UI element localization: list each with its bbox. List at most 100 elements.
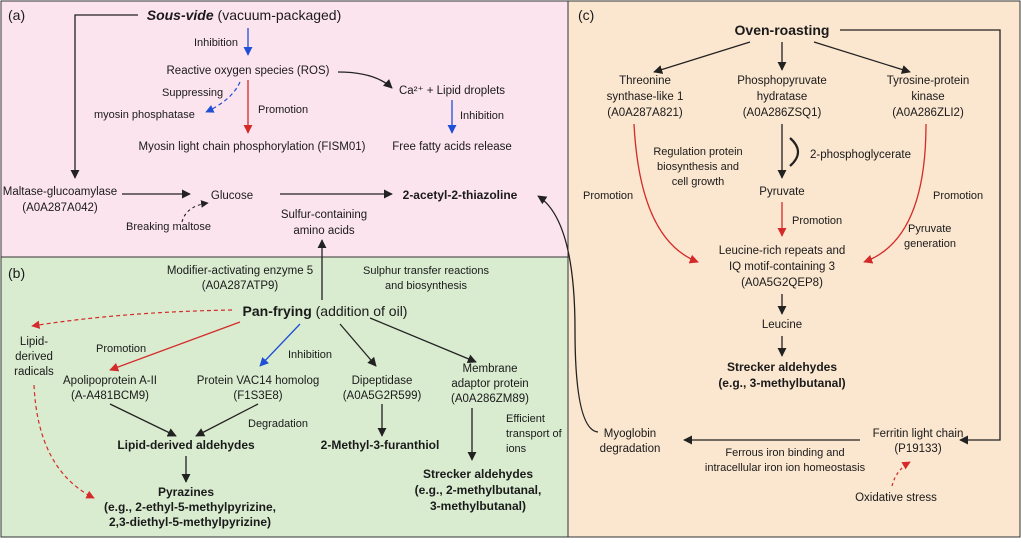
- dipep-node-1: Dipeptidase: [352, 375, 413, 387]
- leucinerich-node-3: (A0A5G2QEP8): [741, 277, 823, 289]
- arrow-ros-suppress: [205, 81, 241, 113]
- strecker-c-1: Strecker aldehydes: [727, 360, 837, 374]
- oxidative-node: Oxidative stress: [855, 492, 937, 504]
- arrow-breaking-maltose: [181, 200, 209, 223]
- dipep-node-2: (A0A5G2R599): [343, 390, 422, 402]
- sulfur-amino-2: amino acids: [293, 225, 355, 237]
- ferritin-node-2: (P19133): [894, 443, 941, 455]
- ferritin-node-1: Ferritin light chain: [873, 428, 964, 440]
- membrane-node-3: (A0A286ZM89): [451, 393, 529, 405]
- leucinerich-node-2: IQ motif-containing 3: [729, 261, 835, 273]
- pyruvate-gen-1: Pyruvate: [908, 223, 951, 235]
- thiazoline-node: 2-acetyl-2-thiazoline: [403, 188, 518, 202]
- promotion-label-a: Promotion: [258, 104, 308, 116]
- panel-a-title-bold: Sous-vide: [147, 7, 214, 23]
- threonine-node-2: synthase-like 1: [607, 91, 684, 103]
- maltase-node-2: (A0A287A042): [22, 202, 98, 214]
- arrow-panfry-vac14: [259, 323, 301, 367]
- membrane-node-2: adaptor protein: [451, 378, 528, 390]
- pyrazines-node: Pyrazines: [158, 485, 214, 499]
- myoglobin-node-2: degradation: [600, 443, 661, 455]
- arrow-ros-ca: [337, 71, 393, 89]
- pyruvate-node: Pyruvate: [759, 186, 804, 198]
- panel-a-label: (a): [8, 7, 25, 23]
- maltase-node-1: Maltase-glucoamylase: [3, 186, 117, 198]
- ferrous-2: intracellular iron ion homeostasis: [705, 462, 866, 474]
- panel-c-background: [567, 0, 1021, 538]
- sulfur-amino-1: Sulfur-containing: [281, 209, 367, 221]
- leucine-node: Leucine: [762, 319, 802, 331]
- inhibition-label-b: Inhibition: [288, 349, 332, 361]
- lipid-radicals-2: derived: [15, 351, 53, 363]
- membrane-node-1: Membrane: [463, 363, 518, 375]
- glucose-node: Glucose: [211, 190, 253, 202]
- tyrosine-node-2: kinase: [911, 91, 944, 103]
- arrow-oven-threonine: [653, 41, 751, 74]
- ros-node: Reactive oxygen species (ROS): [167, 65, 330, 77]
- panel-c-label: (c): [578, 7, 594, 23]
- myoglobin-node-1: Myoglobin: [604, 428, 656, 440]
- leucinerich-node-1: Leucine-rich repeats and: [719, 245, 846, 257]
- lipid-radicals-1: Lipid-: [20, 336, 48, 348]
- arrow-panfry-radicals: [31, 309, 233, 329]
- arrow-panfry-membrane: [369, 317, 477, 364]
- panel-a-background: [0, 0, 569, 258]
- arrow-oven-ferritin: [840, 29, 1001, 445]
- strecker-b-2: (e.g., 2-methylbutanal,: [415, 483, 542, 497]
- pg-label: 2-phosphoglycerate: [810, 149, 911, 161]
- ffa-node: Free fatty acids release: [392, 141, 512, 153]
- arrow-panfry-dipep: [339, 323, 377, 367]
- inhibition-label-2: Inhibition: [460, 110, 504, 122]
- lipid-aldehydes-node: Lipid-derived aldehydes: [117, 438, 255, 452]
- ca-lipid-node: Ca²⁺ + Lipid droplets: [399, 85, 505, 97]
- sulphur-transfer-2: and biosynthesis: [385, 280, 467, 292]
- strecker-b-3: 3-methylbutanal): [430, 499, 526, 513]
- modifier-node-2: (A0A287ATP9): [202, 280, 279, 292]
- myosin-phosphatase: myosin phosphatase: [94, 109, 195, 121]
- arrow-sousvide-maltase: [70, 14, 138, 179]
- promotion-c-right: Promotion: [933, 190, 983, 202]
- phospho-node-2: hydratase: [757, 91, 808, 103]
- panel-b-title: Pan-frying (addition of oil): [243, 303, 408, 319]
- pyrazines-eg-2: 2,3-diethyl-5-methylpyrizine): [109, 515, 271, 529]
- panel-b-title-rest: (addition of oil): [312, 303, 408, 319]
- strecker-b-1: Strecker aldehydes: [423, 467, 533, 481]
- threonine-node-3: (A0A287A821): [607, 107, 683, 119]
- sulphur-transfer-1: Sulphur transfer reactions: [363, 265, 489, 277]
- inhibition-label-1: Inhibition: [194, 37, 238, 49]
- modifier-node-1: Modifier-activating enzyme 5: [167, 265, 313, 277]
- tyrosine-node-1: Tyrosine-protein: [887, 75, 969, 87]
- pyruvate-gen-2: generation: [904, 238, 956, 250]
- panel-c-title: Oven-roasting: [735, 22, 830, 38]
- promotion-c-left: Promotion: [583, 190, 633, 202]
- promotion-c-mid: Promotion: [792, 215, 842, 227]
- efficient-2: transport of: [506, 428, 563, 440]
- efficient-3: ions: [506, 443, 527, 455]
- panel-b-background: [0, 256, 569, 538]
- breaking-maltose: Breaking maltose: [126, 221, 211, 233]
- apo-node-2: (A-A481BCM9): [71, 390, 149, 402]
- furanthiol-node: 2-Methyl-3-furanthiol: [321, 438, 440, 452]
- panel-a-title-rest: (vacuum-packaged): [214, 7, 342, 23]
- phospho-node-1: Phosphopyruvate: [737, 75, 827, 87]
- arrow-oxidative-ferritin: [891, 461, 911, 487]
- phospho-node-3: (A0A286ZSQ1): [743, 107, 822, 119]
- degradation-label: Degradation: [248, 418, 308, 430]
- myosin-lc-node: Myosin light chain phosphorylation (FISM…: [139, 141, 366, 153]
- lipid-radicals-3: radicals: [14, 366, 54, 378]
- suppressing-label: Suppressing: [162, 87, 223, 99]
- regulation-2: biosynthesis and: [657, 161, 739, 173]
- arrow-threonine-leucinerich: [633, 123, 699, 264]
- panel-b-label: (b): [8, 265, 25, 281]
- pg-curl: [789, 137, 800, 167]
- promotion-label-b: Promotion: [96, 343, 146, 355]
- panel-a-title: Sous-vide (vacuum-packaged): [147, 7, 342, 23]
- panel-b-title-bold: Pan-frying: [243, 303, 312, 319]
- arrow-radicals-pyrazines: [33, 384, 95, 499]
- pyrazines-eg-1: (e.g., 2-ethyl-5-methylpyrizine,: [104, 500, 276, 514]
- apo-node-1: Apolipoprotein A-II: [63, 375, 157, 387]
- vac14-node-1: Protein VAC14 homolog: [197, 375, 320, 387]
- efficient-1: Efficient: [506, 413, 545, 425]
